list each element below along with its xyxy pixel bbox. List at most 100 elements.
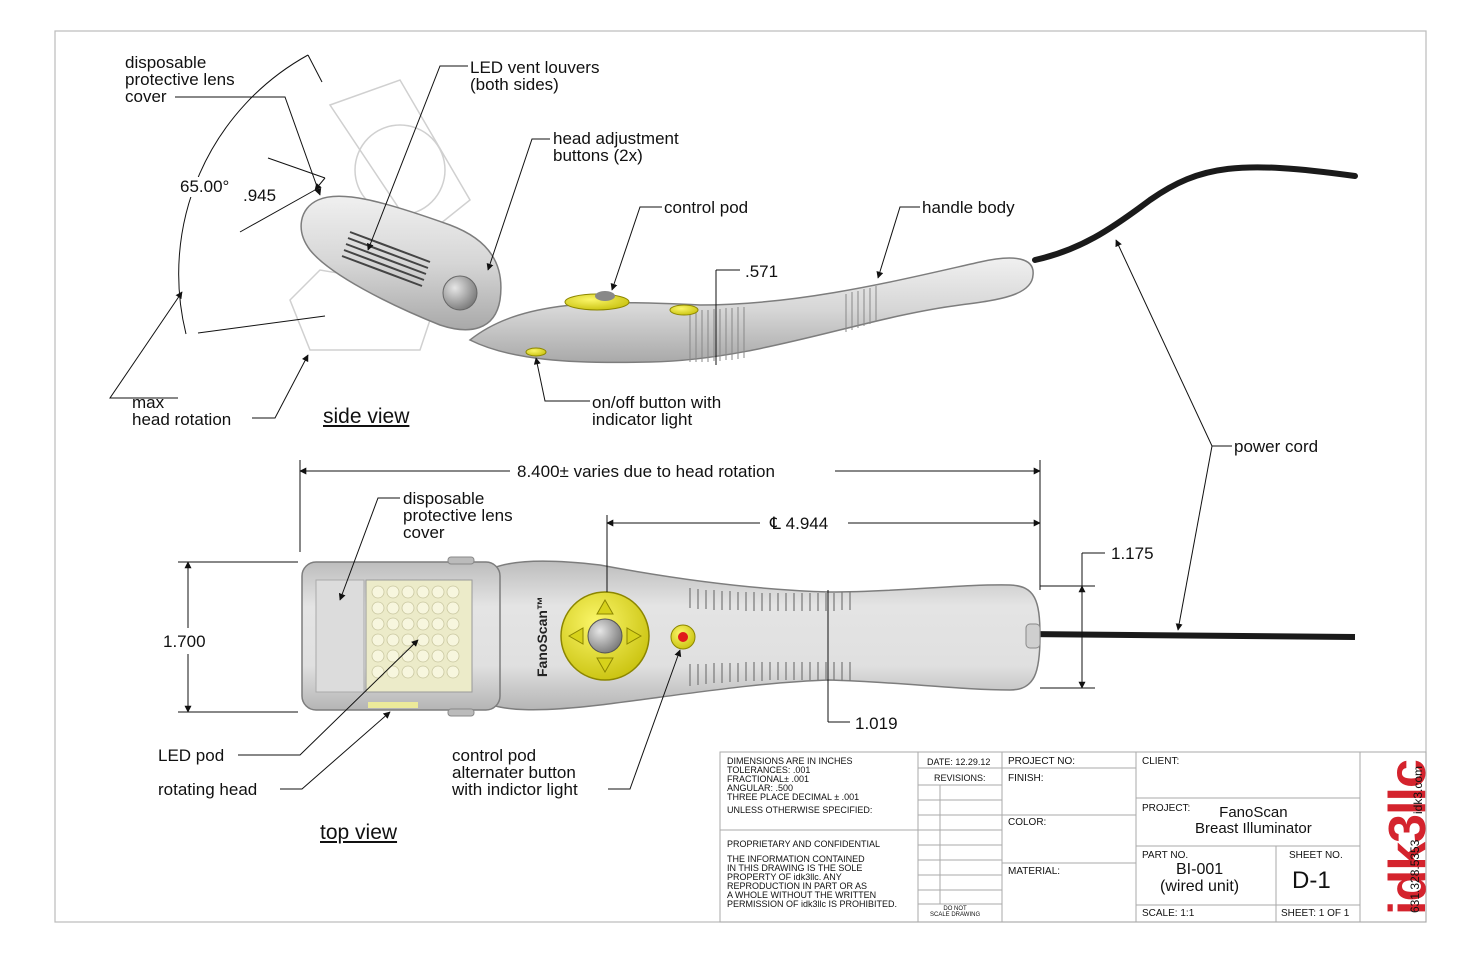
centerline-dimension: ℄ 4.944 bbox=[767, 514, 832, 534]
callout-line: indicator light bbox=[592, 410, 693, 429]
callout-line: on/off button with bbox=[592, 393, 722, 412]
on-off-button-side bbox=[525, 347, 547, 357]
scale-field: SCALE: 1:1 bbox=[1142, 908, 1195, 919]
revisions-field: REVISIONS: bbox=[934, 773, 986, 783]
notice-line: IN THIS DRAWING IS THE SOLE bbox=[727, 863, 863, 873]
callout-line: disposable bbox=[403, 489, 485, 508]
callout-line: max bbox=[132, 393, 165, 412]
power-cord-side bbox=[1032, 164, 1358, 263]
head-button-bottom bbox=[447, 708, 475, 717]
callout-line: protective lens bbox=[403, 506, 513, 525]
rotating-head-callout: rotating head bbox=[158, 781, 257, 798]
button-side-right bbox=[669, 304, 699, 316]
callout-line: cover bbox=[125, 87, 167, 106]
yellow-strip bbox=[368, 702, 418, 708]
notice-line: THE INFORMATION CONTAINED bbox=[727, 854, 865, 864]
spec-line: ANGULAR: .500 bbox=[727, 783, 794, 793]
note-line: DO NOT bbox=[943, 906, 967, 912]
callout-line: power cord bbox=[1234, 437, 1319, 456]
callout-line: protective lens bbox=[125, 70, 235, 89]
note-line: SCALE DRAWING bbox=[930, 912, 981, 918]
callout-line: control pod bbox=[452, 746, 537, 765]
lens-cover-top bbox=[315, 579, 365, 693]
callout-line: buttons (2x) bbox=[553, 146, 643, 165]
arrow-buttons bbox=[567, 598, 643, 674]
head-side bbox=[300, 195, 502, 331]
notice-line: REPRODUCTION IN PART OR AS bbox=[727, 881, 868, 891]
title-block-grid bbox=[719, 751, 1427, 923]
sheet-no-label: SHEET NO. bbox=[1289, 850, 1343, 861]
part-line: (wired unit) bbox=[1160, 878, 1240, 895]
led-array bbox=[371, 585, 460, 679]
notice-line: PERMISSION OF idk3llc IS PROHIBITED. bbox=[727, 899, 898, 909]
callout-line: alternater button bbox=[452, 763, 576, 782]
client-field: CLIENT: bbox=[1142, 756, 1180, 767]
finish-field: FINISH: bbox=[1008, 773, 1044, 784]
notice-line: PROPERTY OF idk3llc. ANY bbox=[727, 872, 842, 882]
on-off-callout: on/off button with indicator light bbox=[592, 394, 721, 428]
callout-line: cover bbox=[403, 523, 445, 542]
angle-dimension: 65.00° bbox=[177, 177, 233, 197]
handle-body-callout: handle body bbox=[922, 199, 1015, 216]
control-pod-center-button bbox=[587, 618, 623, 654]
project-value: FanoScan Breast Illuminator bbox=[1195, 805, 1312, 837]
callout-line: head rotation bbox=[132, 410, 232, 429]
head-button-top bbox=[447, 556, 475, 565]
unless-note: UNLESS OTHERWISE SPECIFIED: bbox=[727, 805, 873, 815]
callout-line: handle body bbox=[922, 198, 1015, 217]
cord-strain-relief bbox=[1025, 623, 1041, 649]
do-not-scale-note: DO NOT SCALE DRAWING bbox=[930, 906, 980, 918]
control-pod-callout: control pod bbox=[664, 199, 748, 216]
callout-line: (both sides) bbox=[470, 75, 559, 94]
part-no-label: PART NO. bbox=[1142, 850, 1189, 861]
company-website: idk3.com bbox=[1411, 765, 1425, 814]
side-view-title: side view bbox=[323, 405, 410, 428]
power-cord-callout: power cord bbox=[1234, 438, 1318, 455]
spec-line: TOLERANCES: .001 bbox=[727, 765, 811, 775]
callout-line: LED pod bbox=[158, 746, 225, 765]
grip-ridges-side bbox=[689, 286, 877, 362]
spec-line: THREE PLACE DECIMAL ± .001 bbox=[727, 792, 860, 802]
fanoscan-logo-mark: FanoScan™ bbox=[534, 596, 550, 677]
top-view-title: top view bbox=[320, 821, 398, 844]
material-field: MATERIAL: bbox=[1008, 866, 1061, 877]
handle-body-side bbox=[468, 257, 1034, 364]
sheet-no-value: D-1 bbox=[1292, 867, 1331, 894]
project-line: FanoScan bbox=[1219, 804, 1288, 821]
callout-line: control pod bbox=[664, 198, 749, 217]
max-rotation-callout: max head rotation bbox=[132, 394, 231, 428]
callout-line: head adjustment bbox=[553, 129, 679, 148]
control-pod-center-side bbox=[595, 291, 615, 301]
part-no-value: BI-001 (wired unit) bbox=[1160, 861, 1239, 895]
project-no-field: PROJECT NO: bbox=[1008, 756, 1076, 767]
top-dims bbox=[178, 460, 1105, 790]
date-field: DATE: 12.29.12 bbox=[927, 757, 991, 767]
notice-line: A WHOLE WITHOUT THE WRITTEN bbox=[727, 890, 877, 900]
proprietary-heading: PROPRIETARY AND CONFIDENTIAL bbox=[727, 839, 881, 849]
confidential-notice: THE INFORMATION CONTAINED IN THIS DRAWIN… bbox=[727, 855, 897, 909]
color-field: COLOR: bbox=[1008, 817, 1047, 828]
spec-line: FRACTIONAL± .001 bbox=[727, 774, 809, 784]
led-vents-callout: LED vent louvers (both sides) bbox=[470, 59, 599, 93]
callout-line: LED vent louvers bbox=[470, 58, 600, 77]
led-vent-louvers bbox=[341, 231, 431, 287]
top-control-pod-callout: control pod alternater button with indic… bbox=[452, 747, 578, 798]
callout-line: disposable bbox=[125, 53, 207, 72]
led-pod-callout: LED pod bbox=[158, 747, 224, 764]
top-lens-cover-callout: disposable protective lens cover bbox=[403, 490, 513, 541]
neck-dimension: 1.019 bbox=[852, 714, 901, 734]
spec-notes: DIMENSIONS ARE IN INCHES TOLERANCES: .00… bbox=[727, 757, 859, 802]
part-line: BI-001 bbox=[1176, 861, 1224, 878]
head-adjustment-button bbox=[442, 275, 478, 311]
project-line: Breast Illuminator bbox=[1195, 820, 1312, 837]
indicator-light bbox=[678, 632, 688, 642]
head-thickness-dimension: .945 bbox=[240, 186, 280, 206]
grip-ridges-top bbox=[689, 588, 851, 686]
spec-line: DIMENSIONS ARE IN INCHES bbox=[727, 756, 853, 766]
tail-dimension: 1.175 bbox=[1108, 544, 1157, 564]
side-leaders bbox=[109, 54, 1232, 631]
overall-length-dimension: 8.400± varies due to head rotation bbox=[514, 462, 778, 482]
company-phone: 631.328.5353 bbox=[1408, 839, 1422, 913]
callout-line: with indictor light bbox=[452, 780, 578, 799]
